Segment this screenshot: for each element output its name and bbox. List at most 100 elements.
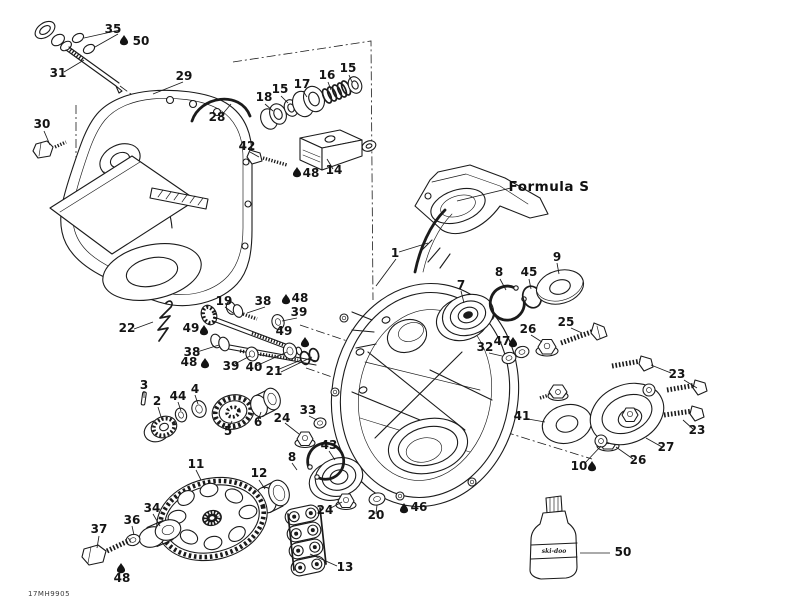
callout-17: 17	[294, 77, 311, 91]
screw-38a	[225, 301, 258, 321]
oil-droplet-icon	[199, 325, 209, 336]
callout-48-d: 48	[114, 571, 131, 585]
callout-23-b: 23	[689, 423, 706, 437]
callout-46: 46	[411, 500, 428, 514]
callout-28: 28	[209, 110, 226, 124]
callout-49-a: 49	[183, 321, 200, 335]
formula-s-bracket	[413, 164, 549, 274]
callout-45: 45	[521, 265, 538, 279]
callout-22: 22	[119, 321, 136, 335]
oil-droplet-icon	[587, 461, 597, 472]
callout-14: 14	[326, 163, 343, 177]
callout-3: 3	[140, 378, 148, 392]
sprocket-11	[156, 476, 268, 562]
callout-35: 35	[105, 22, 122, 36]
callout-8-a: 8	[495, 265, 503, 279]
bolt-37	[81, 537, 132, 566]
callout-48-b: 48	[292, 291, 309, 305]
washer-39b	[245, 346, 259, 362]
variant-title: Formula S	[509, 179, 590, 195]
oil-bottle: ski-doo	[529, 495, 578, 580]
bushing-12	[255, 479, 290, 514]
callout-48-c: 48	[181, 355, 198, 369]
callout-47: 47	[494, 334, 511, 348]
callout-42: 42	[239, 139, 256, 153]
callout-39-a: 39	[291, 305, 308, 319]
callout-16: 16	[319, 68, 336, 82]
callout-43: 43	[321, 438, 338, 452]
washer-36	[125, 533, 141, 547]
circlip-8b	[306, 441, 346, 481]
callout-1: 1	[391, 246, 399, 260]
bottle-label: ski-doo	[542, 548, 567, 555]
callout-36: 36	[124, 513, 141, 527]
callout-34: 34	[144, 501, 161, 515]
drive-chain-13	[284, 504, 327, 577]
callout-29: 29	[176, 69, 193, 83]
callout-2: 2	[153, 394, 161, 408]
callout-20: 20	[368, 508, 385, 522]
callout-24-a: 24	[274, 411, 291, 425]
spring-16	[321, 80, 352, 104]
bolt-25	[560, 322, 608, 346]
callout-7: 7	[457, 278, 465, 292]
callout-44: 44	[170, 389, 187, 403]
callout-49-b: 49	[276, 324, 293, 338]
circlip-8a	[488, 284, 527, 322]
cotter-pin-22	[157, 300, 173, 342]
callout-26-b: 26	[630, 453, 647, 467]
callout-15-a: 15	[272, 82, 289, 96]
callout-13: 13	[337, 560, 354, 574]
gear-train	[140, 387, 364, 514]
bearing-43	[308, 457, 364, 501]
roller-17	[291, 85, 326, 118]
callout-37: 37	[91, 522, 108, 536]
oil-droplet-icon	[281, 294, 291, 305]
callout-33: 33	[300, 403, 317, 417]
bracket-14	[299, 129, 377, 171]
pin-3	[140, 391, 147, 406]
washer-20	[368, 492, 386, 506]
sheet-code: 17MH9905	[28, 590, 70, 598]
oil-droplet-icon	[200, 358, 210, 369]
callout-41: 41	[514, 409, 531, 423]
chaincase-cover	[49, 89, 253, 307]
hub-34	[138, 519, 182, 548]
callout-12: 12	[251, 466, 268, 480]
gear-5	[211, 394, 255, 430]
callout-10: 10	[571, 459, 588, 473]
callout-32: 32	[477, 340, 494, 354]
callout-5: 5	[224, 424, 232, 438]
bolt-42	[246, 149, 288, 167]
pinion-gear-2	[143, 415, 178, 443]
tensioner-parts	[260, 76, 363, 130]
callout-25: 25	[558, 315, 575, 329]
callout-18: 18	[256, 90, 273, 104]
washer-33	[313, 417, 327, 429]
callout-11: 11	[188, 457, 205, 471]
callout-38-b: 38	[184, 345, 201, 359]
bolts-23	[611, 355, 708, 422]
callout-labels: 35 50 31 30 29 28 18 15 17 16 15 42 48 1…	[34, 22, 706, 585]
bearing-7	[435, 293, 495, 342]
screw-38b	[210, 333, 230, 352]
washers-32	[501, 345, 530, 365]
callout-6: 6	[254, 415, 262, 429]
callout-21: 21	[266, 364, 283, 378]
callout-23-a: 23	[669, 367, 686, 381]
washer-44	[174, 407, 188, 423]
callout-8-b: 8	[288, 450, 296, 464]
leader-lines	[43, 29, 698, 567]
callout-15-b: 15	[340, 61, 357, 75]
callout-38-a: 38	[255, 294, 272, 308]
bushing-6	[250, 387, 281, 418]
nut-24a	[294, 431, 316, 449]
callout-26-a: 26	[520, 322, 537, 336]
o-ring-35a	[71, 32, 85, 44]
gasket-arc-28	[190, 97, 252, 123]
callout-19: 19	[216, 294, 233, 308]
washer-9	[535, 269, 585, 305]
callout-48-a: 48	[303, 166, 320, 180]
callout-9: 9	[553, 250, 561, 264]
cover-plate-27	[589, 382, 665, 448]
